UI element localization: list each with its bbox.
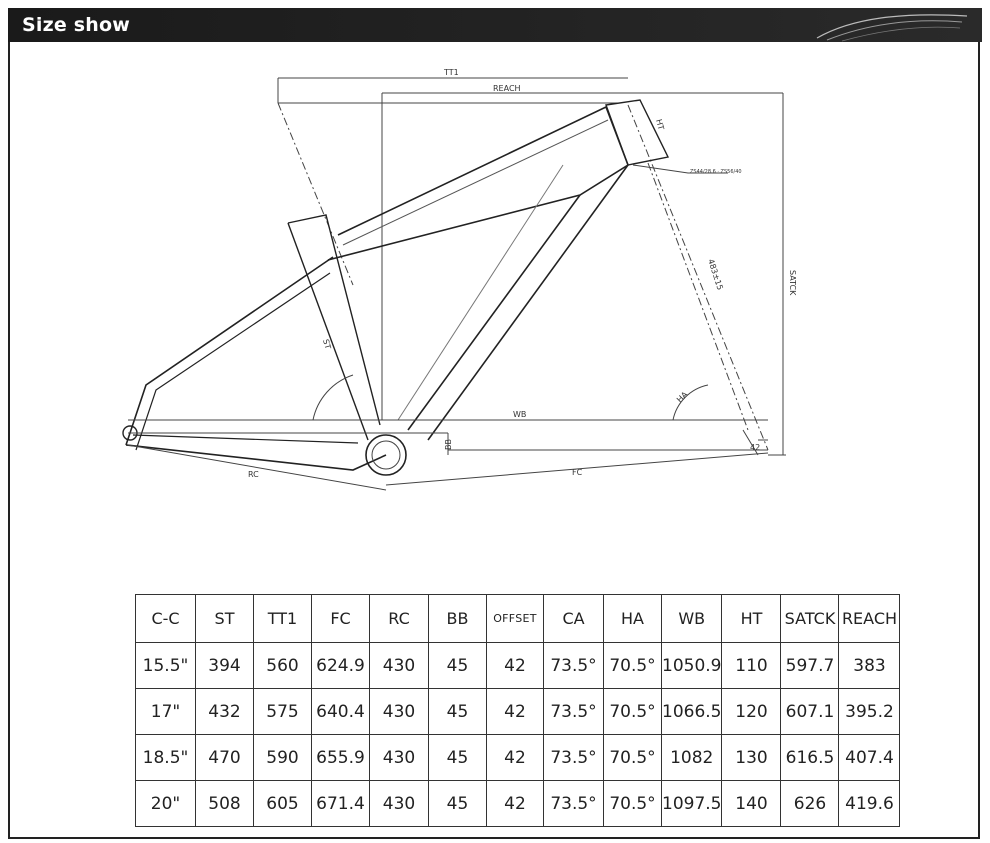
ha-label: HA bbox=[675, 390, 690, 405]
table-cell: 430 bbox=[369, 780, 429, 827]
table-cell: 407.4 bbox=[838, 734, 901, 781]
table-row: 20" 508 605 671.4 430 45 42 73.5° 70.5° … bbox=[135, 780, 901, 827]
table-cell: 394 bbox=[195, 642, 254, 689]
reach-dimension-line bbox=[381, 92, 783, 420]
table-cell: 42 bbox=[486, 734, 544, 781]
column-header: TT1 bbox=[253, 594, 312, 643]
column-header: ST bbox=[195, 594, 254, 643]
rc-label: RC bbox=[248, 470, 259, 479]
table-row: 17" 432 575 640.4 430 45 42 73.5° 70.5° … bbox=[135, 688, 901, 735]
table-cell: 508 bbox=[195, 780, 254, 827]
fork-length-label: 483±15 bbox=[706, 258, 724, 291]
table-cell: 110 bbox=[721, 642, 782, 689]
table-cell: 140 bbox=[721, 780, 782, 827]
section-title: Size show bbox=[22, 14, 130, 36]
ht-label: HT bbox=[654, 118, 666, 131]
wb-label: WB bbox=[513, 410, 526, 419]
table-cell: 432 bbox=[195, 688, 254, 735]
table-cell: 640.4 bbox=[311, 688, 370, 735]
table-cell: 45 bbox=[428, 780, 487, 827]
rc-dimension-line bbox=[127, 444, 387, 491]
table-cell: 1066.5 bbox=[660, 688, 723, 735]
table-cell: 18.5" bbox=[135, 734, 196, 781]
column-header: RC bbox=[369, 594, 429, 643]
table-cell: 605 bbox=[253, 780, 312, 827]
column-header: HT bbox=[721, 594, 782, 643]
table-cell: 45 bbox=[428, 734, 487, 781]
table-cell: 419.6 bbox=[838, 780, 901, 827]
column-header: WB bbox=[660, 594, 723, 643]
table-cell: 70.5° bbox=[603, 734, 662, 781]
table-cell: 470 bbox=[195, 734, 254, 781]
table-row: 18.5" 470 590 655.9 430 45 42 73.5° 70.5… bbox=[135, 734, 901, 781]
table-cell: 383 bbox=[838, 642, 901, 689]
table-cell: 130 bbox=[721, 734, 782, 781]
offset-label: 42 bbox=[750, 443, 760, 452]
tt1-dimension-line bbox=[277, 77, 628, 104]
frame-geometry-diagram: TT1 REACH HT ZS44/28.6 · ZS56/40 483±15 … bbox=[122, 68, 797, 491]
table-row: 15.5" 394 560 624.9 430 45 42 73.5° 70.5… bbox=[135, 642, 901, 689]
table-cell: 45 bbox=[428, 688, 487, 735]
table-cell: 73.5° bbox=[543, 642, 604, 689]
table-cell: 17" bbox=[135, 688, 196, 735]
section-header: Size show bbox=[8, 8, 982, 42]
table-cell: 73.5° bbox=[543, 734, 604, 781]
table-header-row: C-C ST TT1 FC RC BB OFFSET CA HA WB HT S… bbox=[135, 594, 901, 643]
head-tube-note: ZS44/28.6 · ZS56/40 bbox=[690, 169, 742, 175]
column-header: REACH bbox=[838, 594, 901, 643]
table-cell: 430 bbox=[369, 642, 429, 689]
table-cell: 70.5° bbox=[603, 780, 662, 827]
table-cell: 575 bbox=[253, 688, 312, 735]
column-header: HA bbox=[603, 594, 662, 643]
table-cell: 624.9 bbox=[311, 642, 370, 689]
swoosh-decoration-icon bbox=[816, 14, 968, 42]
column-header: FC bbox=[311, 594, 370, 643]
column-header: SATCK bbox=[780, 594, 840, 643]
column-header: BB bbox=[428, 594, 487, 643]
table-cell: 430 bbox=[369, 688, 429, 735]
table-cell: 120 bbox=[721, 688, 782, 735]
table-cell: 590 bbox=[253, 734, 312, 781]
table-cell: 1050.9 bbox=[660, 642, 723, 689]
content-frame bbox=[8, 42, 980, 839]
stack-dimension-line bbox=[768, 93, 786, 456]
table-cell: 42 bbox=[486, 780, 544, 827]
table-cell: 70.5° bbox=[603, 642, 662, 689]
table-cell: 395.2 bbox=[838, 688, 901, 735]
table-cell: 655.9 bbox=[311, 734, 370, 781]
bb-label: BB bbox=[444, 439, 453, 450]
table-cell: 15.5" bbox=[135, 642, 196, 689]
table-cell: 626 bbox=[780, 780, 840, 827]
table-cell: 20" bbox=[135, 780, 196, 827]
table-cell: 70.5° bbox=[603, 688, 662, 735]
st-label: ST bbox=[321, 338, 332, 350]
geometry-table: C-C ST TT1 FC RC BB OFFSET CA HA WB HT S… bbox=[135, 594, 901, 827]
table-cell: 671.4 bbox=[311, 780, 370, 827]
reach-label: REACH bbox=[493, 84, 521, 93]
tt1-label: TT1 bbox=[443, 68, 459, 77]
table-cell: 430 bbox=[369, 734, 429, 781]
fc-label: FC bbox=[572, 468, 583, 477]
table-cell: 73.5° bbox=[543, 688, 604, 735]
column-header: CA bbox=[543, 594, 604, 643]
table-cell: 616.5 bbox=[780, 734, 840, 781]
table-cell: 45 bbox=[428, 642, 487, 689]
fc-dimension-line bbox=[385, 452, 769, 486]
table-cell: 1097.5 bbox=[660, 780, 723, 827]
table-cell: 73.5° bbox=[543, 780, 604, 827]
stack-label: SATCK bbox=[788, 270, 797, 296]
column-header: C-C bbox=[135, 594, 196, 643]
table-cell: 1082 bbox=[660, 734, 723, 781]
table-cell: 597.7 bbox=[780, 642, 840, 689]
table-cell: 560 bbox=[253, 642, 312, 689]
table-cell: 42 bbox=[486, 642, 544, 689]
column-header: OFFSET bbox=[486, 594, 544, 643]
table-cell: 42 bbox=[486, 688, 544, 735]
table-cell: 607.1 bbox=[780, 688, 840, 735]
